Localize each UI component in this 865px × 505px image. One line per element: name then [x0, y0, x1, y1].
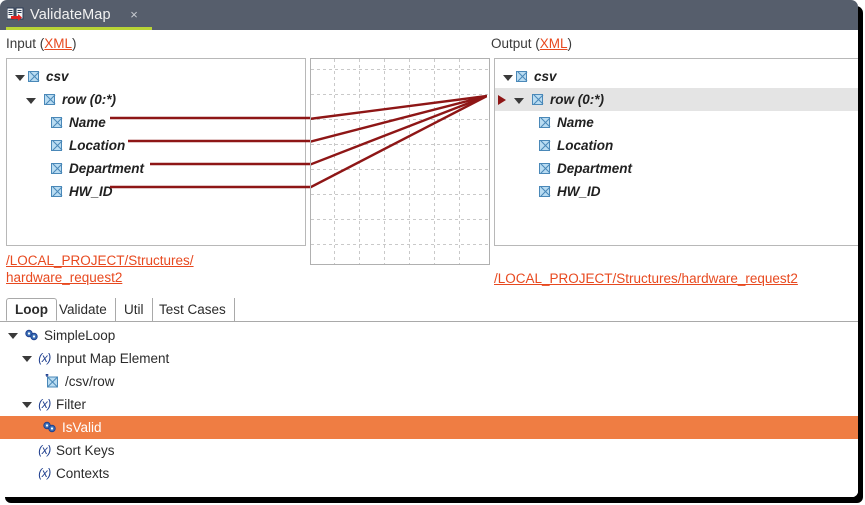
- element-xbox-icon: [51, 140, 62, 151]
- chain-link-icon: [42, 420, 57, 434]
- client-area: Input (XML) Output (XML) csv row (0:*) N…: [0, 30, 858, 497]
- element-xbox-icon: [51, 117, 62, 128]
- output-tree-panel[interactable]: csv row (0:*) Name Location: [494, 58, 858, 246]
- element-xbox-icon: [539, 117, 550, 128]
- output-format-link[interactable]: XML: [539, 36, 568, 51]
- close-icon[interactable]: ×: [130, 7, 138, 22]
- output-structure-path-link[interactable]: /LOCAL_PROJECT/Structures/hardware_reque…: [494, 270, 798, 287]
- input-path-line-1: /LOCAL_PROJECT/Structures/: [6, 253, 194, 268]
- element-xbox-icon: [516, 71, 527, 82]
- element-xbox-icon: [539, 140, 550, 151]
- input-tree-label: Location: [69, 138, 126, 153]
- input-tree-label: Department: [69, 161, 145, 176]
- loop-tree-label: Sort Keys: [56, 443, 115, 458]
- function-fx-icon: (x): [38, 397, 51, 411]
- tab-test-cases[interactable]: Test Cases: [151, 298, 235, 321]
- output-tree-row-csv[interactable]: csv: [495, 65, 858, 88]
- twisty-collapse-icon[interactable]: [8, 330, 19, 341]
- twisty-collapse-icon[interactable]: [14, 71, 25, 82]
- twisty-collapse-icon[interactable]: [25, 94, 36, 105]
- loop-tree-row-csv-row[interactable]: /csv/row: [0, 370, 858, 393]
- window-frame: ValidateMap × Input (XML) Output (XML) c…: [0, 0, 858, 497]
- output-tree-row-department[interactable]: Department: [495, 157, 858, 180]
- input-tree-label: csv: [46, 69, 69, 84]
- loop-tree-label: Filter: [56, 397, 86, 412]
- output-tree-label: Location: [557, 138, 614, 153]
- input-path-line-2: hardware_request2: [6, 270, 123, 285]
- loop-tree-label: Input Map Element: [56, 351, 170, 366]
- output-label-suffix: ): [567, 36, 573, 51]
- output-tree-label: Department: [557, 161, 633, 176]
- output-tree-label: HW_ID: [557, 184, 601, 199]
- twisty-collapse-icon[interactable]: [513, 94, 524, 105]
- output-tree-row-row[interactable]: row (0:*): [495, 88, 858, 111]
- element-xbox-icon: [44, 94, 55, 105]
- loop-tree-row-isvalid[interactable]: IsValid: [0, 416, 858, 439]
- loop-tree-label: IsValid: [62, 420, 102, 435]
- window-tab-validatemap[interactable]: ValidateMap: [30, 0, 111, 30]
- output-panel-label: Output (XML): [491, 36, 572, 51]
- input-tree-row-location[interactable]: Location: [7, 134, 305, 157]
- input-panel-label: Input (XML): [6, 36, 77, 51]
- element-xbox-icon: [28, 71, 39, 82]
- mapping-links: [311, 94, 487, 189]
- loop-tree-label: SimpleLoop: [44, 328, 116, 343]
- output-tree-label: row (0:*): [550, 92, 604, 107]
- twisty-collapse-icon[interactable]: [22, 399, 33, 410]
- output-label-prefix: Output (: [491, 36, 540, 51]
- input-tree-row-department[interactable]: Department: [7, 157, 305, 180]
- loop-tree-row-filter[interactable]: (x) Filter: [0, 393, 858, 416]
- loop-tree-label: /csv/row: [65, 374, 115, 389]
- output-tree-label: csv: [534, 69, 557, 84]
- loop-tree-row-input-map-element[interactable]: (x) Input Map Element: [0, 347, 858, 370]
- function-fx-icon: (x): [38, 466, 51, 480]
- tab-validate[interactable]: Validate: [51, 298, 116, 321]
- input-tree-row-csv[interactable]: csv: [7, 65, 305, 88]
- bottom-tab-bar: Loop Validate Util Test Cases: [0, 298, 858, 322]
- output-tree-row-name[interactable]: Name: [495, 111, 858, 134]
- input-tree-row-hwid[interactable]: HW_ID: [7, 180, 305, 203]
- input-tree-label: row (0:*): [62, 92, 116, 107]
- mapping-canvas[interactable]: [310, 58, 490, 265]
- element-xbox-icon: [539, 163, 550, 174]
- input-tree-panel[interactable]: csv row (0:*) Name Location Depar: [6, 58, 306, 246]
- input-tree-label: HW_ID: [69, 184, 113, 199]
- output-tree-row-location[interactable]: Location: [495, 134, 858, 157]
- input-tree-row-name[interactable]: Name: [7, 111, 305, 134]
- element-xbox-icon: [539, 186, 550, 197]
- loop-detail-tree[interactable]: SimpleLoop (x) Input Map Element: [0, 324, 858, 497]
- element-xbox-icon: [51, 163, 62, 174]
- active-tab-indicator: [6, 27, 152, 30]
- function-fx-icon: (x): [38, 443, 51, 457]
- input-format-link[interactable]: XML: [44, 36, 73, 51]
- output-tree-row-hwid[interactable]: HW_ID: [495, 180, 858, 203]
- element-xbox-icon: [51, 186, 62, 197]
- map-transform-icon: [6, 7, 24, 24]
- output-path-line-1: /LOCAL_PROJECT/Structures/hardware_reque…: [494, 271, 798, 286]
- input-label-suffix: ): [72, 36, 77, 51]
- input-tree-label: Name: [69, 115, 106, 130]
- loop-tree-row-sort-keys[interactable]: (x) Sort Keys: [0, 439, 858, 462]
- input-tree-row-row[interactable]: row (0:*): [7, 88, 305, 111]
- function-fx-icon: (x): [38, 351, 51, 365]
- element-xbox-icon: [532, 94, 543, 105]
- map-element-icon: [45, 373, 60, 388]
- link-target-arrow-icon: [498, 95, 506, 105]
- window-tab-label: ValidateMap: [30, 7, 111, 23]
- tab-loop[interactable]: Loop: [6, 298, 57, 321]
- input-label-prefix: Input (: [6, 36, 45, 51]
- loop-tree-row-contexts[interactable]: (x) Contexts: [0, 462, 858, 485]
- chain-link-icon: [24, 328, 39, 342]
- output-tree-label: Name: [557, 115, 594, 130]
- tab-util[interactable]: Util: [116, 298, 153, 321]
- input-structure-path-link[interactable]: /LOCAL_PROJECT/Structures/ hardware_requ…: [6, 252, 194, 286]
- loop-tree-label: Contexts: [56, 466, 110, 481]
- loop-tree-row-simpleloop[interactable]: SimpleLoop: [0, 324, 858, 347]
- twisty-collapse-icon[interactable]: [22, 353, 33, 364]
- twisty-collapse-icon[interactable]: [502, 71, 513, 82]
- title-bar: ValidateMap ×: [0, 0, 858, 30]
